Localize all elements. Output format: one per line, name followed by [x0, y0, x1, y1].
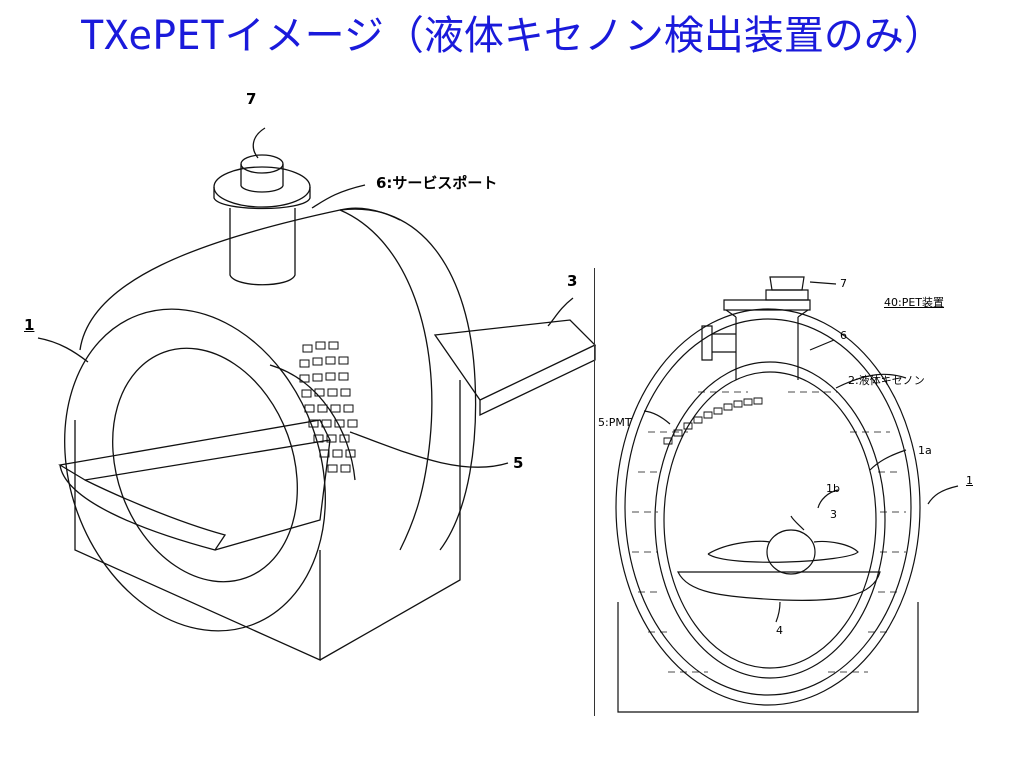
- label-service-port: 6:サービスポート: [376, 174, 498, 192]
- pet-device-cross-section: 7 40:PET装置 6 2:液体キセノン 5:PMT 1a 1b 3 1 4: [588, 72, 1012, 720]
- label-1a: 1a: [918, 444, 932, 457]
- cross-section-line-art: [588, 72, 1012, 720]
- label-6: 6: [840, 329, 847, 342]
- pet-scanner-perspective-drawing: 7 6:サービスポート 3 1 5: [20, 80, 600, 680]
- slide-title: TXePETイメージ（液体キセノン検出装置のみ）: [80, 13, 944, 59]
- label-7: 7: [840, 277, 847, 290]
- label-pet-device: 40:PET装置: [884, 296, 945, 309]
- label-5: 5: [513, 454, 524, 472]
- label-3: 3: [567, 272, 578, 290]
- label-pmt: 5:PMT: [598, 416, 632, 429]
- perspective-line-art: [20, 80, 600, 680]
- label-4: 4: [776, 624, 783, 637]
- label-1b: 1b: [826, 482, 840, 495]
- label-1: 1: [24, 316, 35, 334]
- label-3: 3: [830, 508, 837, 521]
- scan-border: [594, 268, 1001, 716]
- label-1: 1: [966, 474, 973, 487]
- label-liquid-xenon: 2:液体キセノン: [848, 374, 925, 387]
- label-7: 7: [246, 90, 257, 108]
